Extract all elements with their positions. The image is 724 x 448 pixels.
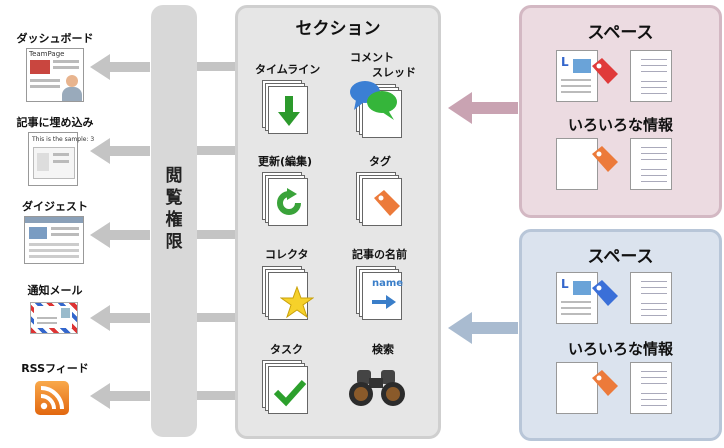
embed-thumbnail[interactable]: This is the sample: 3: [28, 132, 94, 186]
section-comment-thread[interactable]: [350, 81, 402, 138]
refresh-icon: [277, 188, 301, 215]
rss-feed-icon[interactable]: [35, 381, 69, 415]
section-label-comment: コメント: [350, 51, 394, 64]
section-label-tag: タグ: [369, 155, 391, 168]
arrow-to-embed: [90, 138, 150, 164]
arrow-to-digest: [90, 222, 150, 248]
space-panel-1: [519, 5, 722, 218]
connector-1: [197, 62, 235, 71]
output-label-digest: ダイジェスト: [22, 200, 88, 213]
section-timeline[interactable]: [262, 80, 308, 134]
down-arrow-icon: [278, 96, 300, 126]
space-2-doc-text-2[interactable]: [630, 362, 672, 414]
name-badge-text: name: [372, 278, 404, 289]
arrow-space1: [448, 92, 518, 124]
space-1-info: いろいろな情報: [567, 116, 673, 134]
access-char-4: 限: [165, 232, 183, 252]
output-label-mail: 通知メール: [27, 284, 83, 297]
digest-thumbnail[interactable]: [24, 216, 84, 264]
arrow-to-mail: [90, 305, 150, 331]
dashboard-thumbnail[interactable]: TeamPage: [26, 48, 84, 102]
section-label-search: 検索: [372, 343, 394, 356]
output-label-dashboard: ダッシュボード: [16, 32, 94, 45]
checkmark-icon: [273, 379, 307, 407]
user-avatar-icon: [61, 75, 83, 101]
tag-icon: [374, 190, 400, 216]
dashboard-brand: TeamPage: [29, 50, 65, 58]
section-label-update: 更新(編集): [258, 155, 313, 168]
space-2-blue-tag-icon: [592, 280, 618, 306]
section-tag[interactable]: [356, 172, 402, 226]
section-update[interactable]: [262, 172, 308, 226]
access-bar-label: 閲 覧 権 限: [151, 165, 197, 253]
section-label-thread: スレッド: [372, 66, 416, 79]
access-char-3: 権: [165, 210, 183, 230]
space-2-title: スペース: [587, 247, 654, 267]
space-1-orange-tag-icon: [592, 146, 618, 172]
section-label-article-name: 記事の名前: [352, 248, 407, 261]
space-2-doc-blank[interactable]: [556, 362, 598, 414]
space-1-doc-text[interactable]: [630, 50, 672, 102]
sections-title: セクション: [295, 19, 381, 39]
arrow-to-rss: [90, 383, 150, 409]
space-1-red-tag-icon: [592, 58, 618, 84]
space-1-title: スペース: [587, 23, 654, 43]
access-char-1: 閲: [165, 166, 183, 186]
section-article-name[interactable]: name: [356, 266, 403, 320]
space-panel-2: [519, 229, 722, 441]
space-1-doc-blank[interactable]: [556, 138, 598, 190]
speech-bubbles-icon: [350, 81, 397, 120]
binoculars-icon[interactable]: [347, 368, 411, 408]
rss-waves-icon: [40, 386, 64, 410]
section-label-collector: コレクタ: [265, 248, 309, 261]
space-2-info: いろいろな情報: [567, 340, 673, 358]
name-arrow-icon: [372, 295, 396, 309]
connector-4: [197, 313, 235, 322]
connector-2: [197, 146, 235, 155]
connector-5: [197, 391, 235, 400]
space-1-doc-image[interactable]: L: [556, 50, 598, 102]
mail-envelope-icon[interactable]: [30, 302, 78, 334]
star-icon: [280, 286, 314, 319]
arrow-to-dashboard: [90, 54, 150, 80]
section-task[interactable]: [262, 360, 308, 414]
space-1-doc-text-2[interactable]: [630, 138, 672, 190]
space-2-orange-tag-icon: [592, 370, 618, 396]
arrow-space2: [448, 312, 518, 344]
section-label-task: タスク: [270, 343, 303, 356]
connector-3: [197, 230, 235, 239]
section-collector[interactable]: [262, 266, 314, 320]
space-2-doc-image[interactable]: L: [556, 272, 598, 324]
embed-sample-text: This is the sample: 3: [32, 136, 95, 143]
section-label-timeline: タイムライン: [255, 63, 321, 76]
access-char-2: 覧: [165, 188, 183, 208]
space-2-doc-text[interactable]: [630, 272, 672, 324]
access-bar: [151, 5, 197, 437]
output-label-rss: RSSフィード: [21, 362, 89, 375]
output-label-embed: 記事に埋め込み: [16, 116, 94, 129]
